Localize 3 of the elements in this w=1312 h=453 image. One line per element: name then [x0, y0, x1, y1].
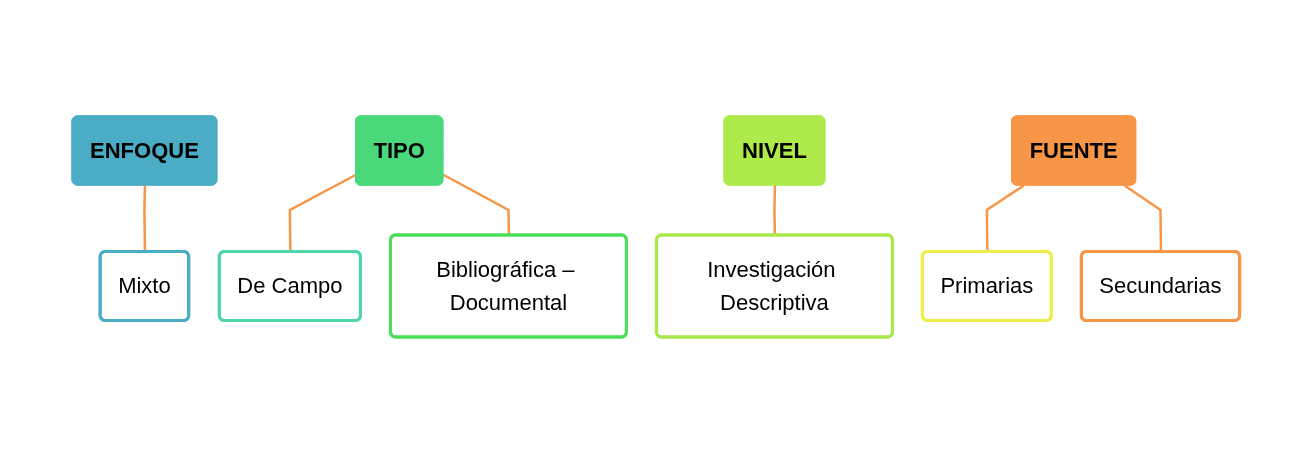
connector	[1123, 184, 1163, 252]
connector	[288, 173, 357, 252]
connector	[143, 185, 147, 252]
